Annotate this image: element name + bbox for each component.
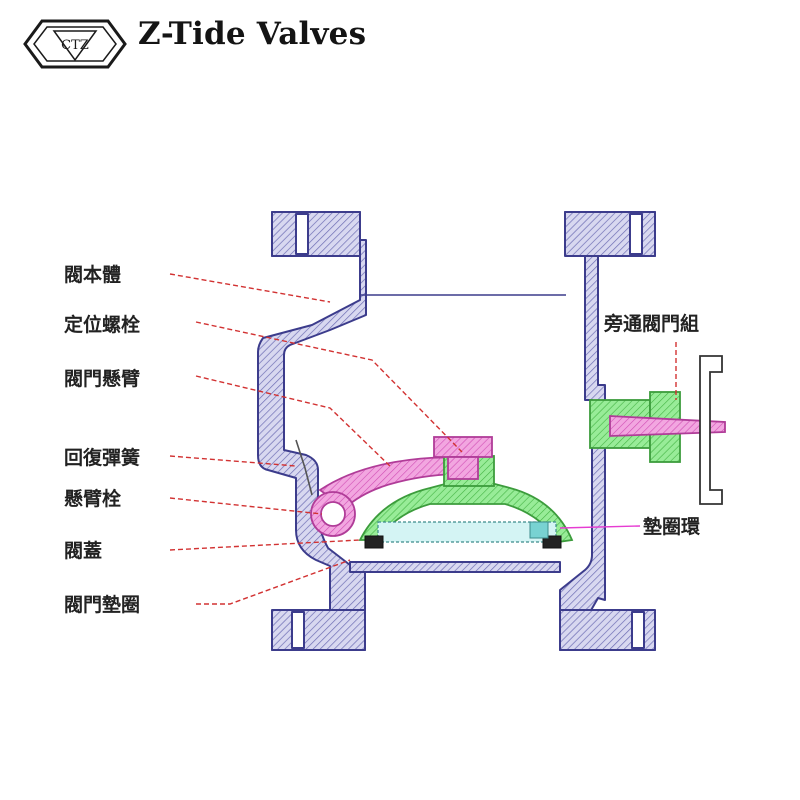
bypass-valve-assembly xyxy=(589,355,726,505)
seal-ring-leader xyxy=(559,525,641,529)
top-flange-left xyxy=(271,211,361,257)
bolt-hole xyxy=(629,213,643,255)
label-disc: 閥蓋 xyxy=(64,539,102,562)
label-arm-pin: 懸臂栓 xyxy=(64,487,121,510)
ctz-logo-icon: CTZ xyxy=(23,19,127,69)
valve-body xyxy=(257,211,656,651)
seat-ledge xyxy=(349,561,561,573)
arm-pin-hole xyxy=(320,501,346,527)
label-seal-ring: 墊圈環 xyxy=(643,515,701,538)
logo-letters: CTZ xyxy=(61,38,89,53)
label-positioning-bolt: 定位螺栓 xyxy=(64,313,140,336)
bolt-hole xyxy=(295,213,309,255)
positioning-bolt xyxy=(433,436,493,480)
brand-header: CTZ Z-Tide Valves xyxy=(20,14,440,78)
return-spring xyxy=(295,439,313,496)
bolt-hole xyxy=(631,611,645,649)
label-valve-body: 閥本體 xyxy=(64,263,121,286)
bolt-hole xyxy=(291,611,305,649)
body-left-wall xyxy=(257,211,367,651)
brand-name: Z-Tide Valves xyxy=(138,16,367,52)
label-swing-arm: 閥門懸臂 xyxy=(64,367,140,390)
handwheel xyxy=(699,355,723,505)
label-return-spring: 回復彈簧 xyxy=(64,446,140,469)
label-bypass-assembly: 旁通閥門組 xyxy=(603,312,699,335)
seal-ring xyxy=(364,521,562,549)
leader-lines xyxy=(169,273,677,605)
label-disc-seal: 閥門墊圈 xyxy=(64,593,140,616)
bottom-flange-left xyxy=(271,609,366,651)
